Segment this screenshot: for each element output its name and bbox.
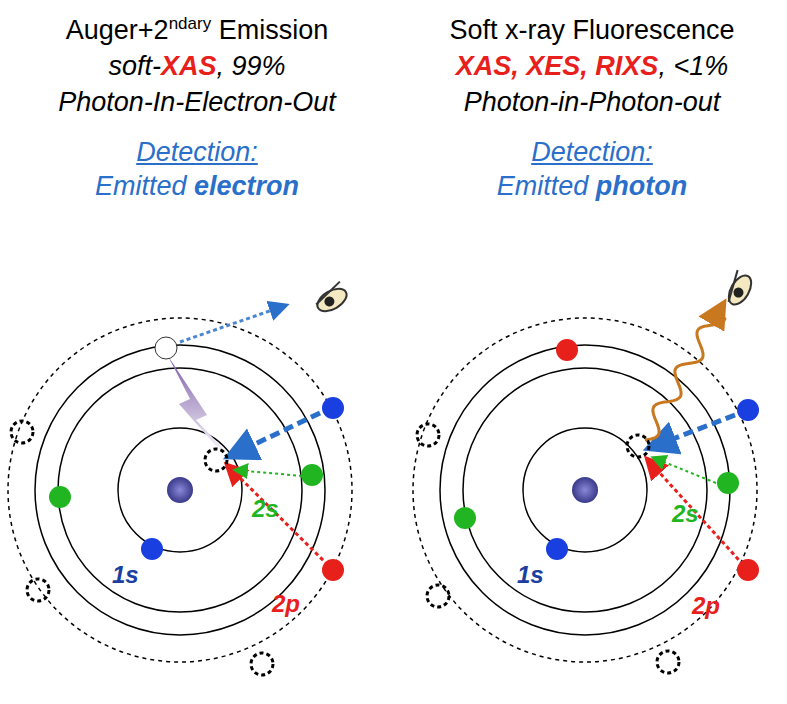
header-text: Photon-in-Photon-out — [464, 87, 721, 117]
header-text: Soft x-ray Fluorescence — [449, 15, 734, 45]
detection-text: Emitted — [95, 171, 194, 201]
detection-text: photon — [596, 171, 687, 201]
header-line: Photon-In-Electron-Out — [2, 86, 392, 118]
detection-heading: Detection: — [531, 137, 653, 167]
detection-heading: Detection: — [136, 137, 258, 167]
header-line: Soft x-ray Fluorescence — [397, 14, 787, 46]
orbital-label: 2s — [252, 495, 279, 523]
header-line: soft-XAS, 99% — [2, 50, 392, 82]
highlight-text: XAS — [161, 51, 217, 81]
detection-text: Emitted — [497, 171, 596, 201]
atom-right — [413, 270, 759, 673]
detection-line: Emitted photon — [397, 170, 787, 202]
highlight-text: XAS, XES, RIXS — [456, 51, 659, 81]
orbital-label: 1s — [517, 561, 544, 589]
header-text: , <1% — [658, 51, 728, 81]
orbital-label: 2s — [672, 500, 699, 528]
orbital-label: 1s — [112, 561, 139, 589]
header-text: Auger+2 — [66, 15, 169, 45]
header-text: Emission — [211, 15, 328, 45]
detection-line: Emitted electron — [2, 170, 392, 202]
orbital-label: 2p — [692, 592, 720, 620]
superscript-text: ndary — [169, 14, 212, 33]
detection-line: Detection: — [2, 136, 392, 168]
detection-line: Detection: — [397, 136, 787, 168]
atom-left — [8, 282, 352, 675]
orbital-label: 2p — [272, 590, 300, 618]
header-line: Photon-in-Photon-out — [397, 86, 787, 118]
header-line: XAS, XES, RIXS, <1% — [397, 50, 787, 82]
header-text: soft- — [108, 51, 161, 81]
header-text: , 99% — [217, 51, 286, 81]
header-line: Auger+2ndary Emission — [2, 14, 392, 46]
header-text: Photon-In-Electron-Out — [58, 87, 336, 117]
detection-text: electron — [194, 171, 299, 201]
